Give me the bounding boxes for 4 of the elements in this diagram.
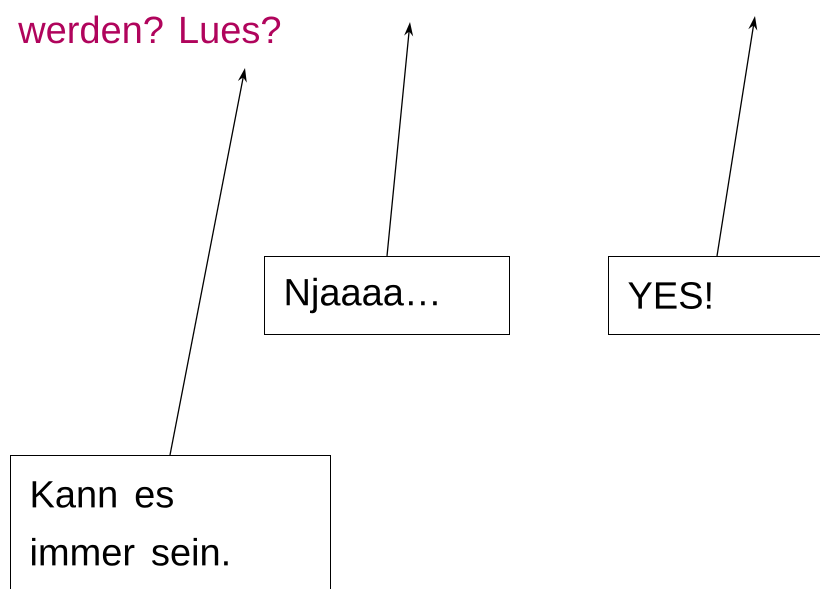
text-box: Njaaaa…: [264, 256, 510, 335]
text-box: Kann es immer sein.: [10, 454, 331, 589]
title-text: werden? Lues?: [18, 15, 280, 44]
text-box: YES!: [608, 256, 820, 335]
